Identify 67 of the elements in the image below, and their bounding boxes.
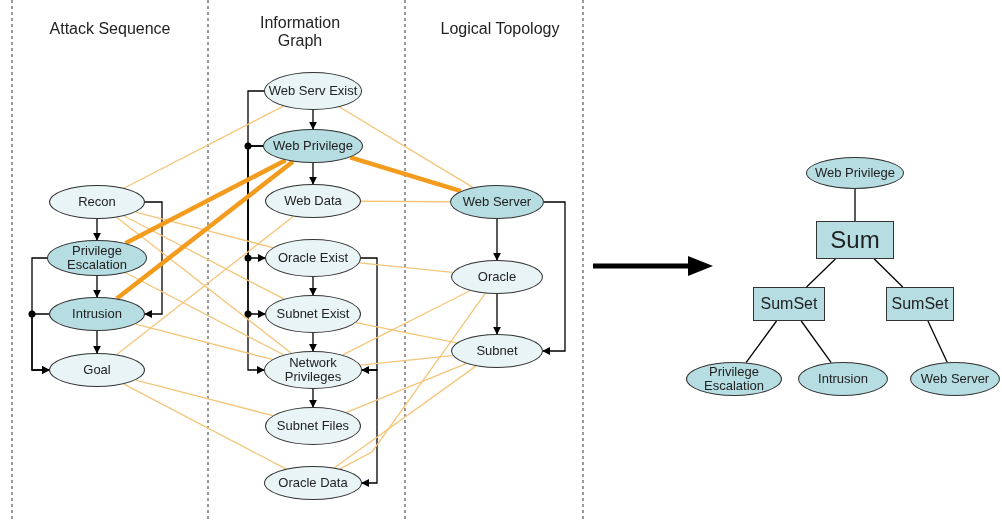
arrow xyxy=(309,332,317,352)
connector-line xyxy=(135,379,274,417)
arrow xyxy=(309,388,317,408)
connector-line xyxy=(135,211,274,249)
connector-line xyxy=(338,106,474,189)
connector-line xyxy=(349,155,462,194)
arrow xyxy=(360,257,378,374)
connector-line xyxy=(123,383,287,470)
arrow xyxy=(309,109,317,130)
state-ellipse: Web Server xyxy=(450,185,544,219)
connector-line xyxy=(124,158,287,246)
arrow xyxy=(493,293,501,335)
state-ellipse: Subnet Files xyxy=(265,407,361,445)
connector-line xyxy=(745,320,778,364)
column-heading: Information Graph xyxy=(260,14,340,51)
connector-line xyxy=(135,323,273,361)
arrow xyxy=(144,201,163,318)
connector-line xyxy=(805,258,837,288)
arrow xyxy=(542,201,566,355)
state-ellipse: Intrusion xyxy=(798,362,888,396)
operator-box: SumSet xyxy=(753,287,825,321)
connector-line xyxy=(345,362,467,413)
state-ellipse: Network Privileges xyxy=(264,351,362,389)
arrow xyxy=(93,330,101,354)
connector-line xyxy=(124,272,285,356)
state-ellipse: Oracle xyxy=(451,260,543,294)
arrow xyxy=(244,145,266,318)
state-ellipse: Recon xyxy=(49,185,145,219)
arrow xyxy=(244,142,266,262)
arrow xyxy=(309,162,317,185)
column-heading: Logical Topology xyxy=(439,20,561,39)
state-ellipse: Subnet xyxy=(451,334,543,368)
connector-line xyxy=(358,262,454,274)
connector-line xyxy=(359,354,454,366)
connector-line xyxy=(800,320,832,364)
connector-line xyxy=(115,159,295,301)
state-ellipse: Web Server xyxy=(910,362,1000,396)
arrow xyxy=(361,369,378,487)
state-ellipse: Subnet Exist xyxy=(265,295,361,333)
arrow xyxy=(247,90,265,374)
state-ellipse: Goal xyxy=(49,353,145,387)
arrow xyxy=(93,275,101,298)
state-ellipse: Web Privilege xyxy=(806,157,904,189)
connector-line xyxy=(123,105,285,189)
operator-box: Sum xyxy=(816,221,894,259)
arrow xyxy=(309,276,317,296)
state-ellipse: Privilege Escalation xyxy=(47,240,147,276)
state-ellipse: Oracle Exist xyxy=(265,239,361,277)
connector-line xyxy=(854,188,856,222)
connector-line xyxy=(360,200,451,203)
connector-line xyxy=(927,320,948,363)
connector-line xyxy=(339,292,486,470)
state-ellipse: Web Privilege xyxy=(263,129,363,163)
connector-line xyxy=(342,290,471,356)
state-ellipse: Oracle Data xyxy=(264,466,362,500)
state-ellipse: Privilege Escalation xyxy=(686,362,782,396)
column-heading: Attack Sequence xyxy=(48,20,172,39)
connector-line xyxy=(355,321,458,344)
state-ellipse: Web Data xyxy=(265,184,361,218)
connector-line xyxy=(873,258,904,288)
state-ellipse: Web Serv Exist xyxy=(264,72,362,110)
connector-line xyxy=(123,215,285,300)
operator-box: SumSet xyxy=(886,287,954,321)
arrow xyxy=(93,218,101,241)
arrow xyxy=(28,310,50,374)
state-ellipse: Intrusion xyxy=(49,297,145,331)
arrow xyxy=(493,218,501,261)
